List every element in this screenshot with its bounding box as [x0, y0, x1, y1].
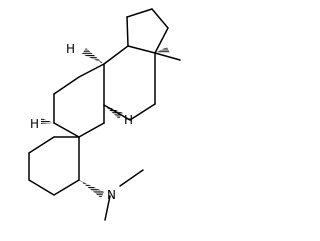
hashed-wedge-bond	[41, 118, 54, 124]
bond	[53, 179, 80, 196]
hashed-wedge-bond	[104, 105, 123, 119]
atom-labels: H H H N	[30, 42, 133, 202]
bond	[28, 179, 55, 196]
stereo-bonds	[41, 47, 170, 198]
bond	[28, 136, 55, 154]
bond	[53, 122, 80, 138]
bond	[126, 8, 153, 18]
hashed-wedge-bond	[155, 47, 170, 53]
bond	[154, 27, 169, 54]
bond	[104, 195, 111, 221]
bond	[154, 52, 181, 61]
bond	[126, 16, 129, 47]
atom-label-h: H	[66, 42, 75, 56]
bonds	[28, 8, 181, 221]
bond	[119, 169, 144, 187]
atom-label-h: H	[30, 117, 39, 131]
structure-canvas: H H H N	[28, 8, 181, 221]
bond	[129, 103, 156, 121]
bond	[78, 63, 105, 78]
bond	[127, 45, 156, 54]
atom-label-n: N	[107, 188, 116, 202]
atom-label-h: H	[124, 113, 133, 127]
bond	[151, 8, 169, 29]
bond	[78, 122, 105, 138]
hashed-wedge-bond	[82, 48, 104, 64]
molecule-structure: H H H N	[28, 8, 181, 221]
hashed-wedge-bond	[79, 180, 104, 198]
bond	[53, 76, 80, 95]
bond	[103, 45, 129, 65]
